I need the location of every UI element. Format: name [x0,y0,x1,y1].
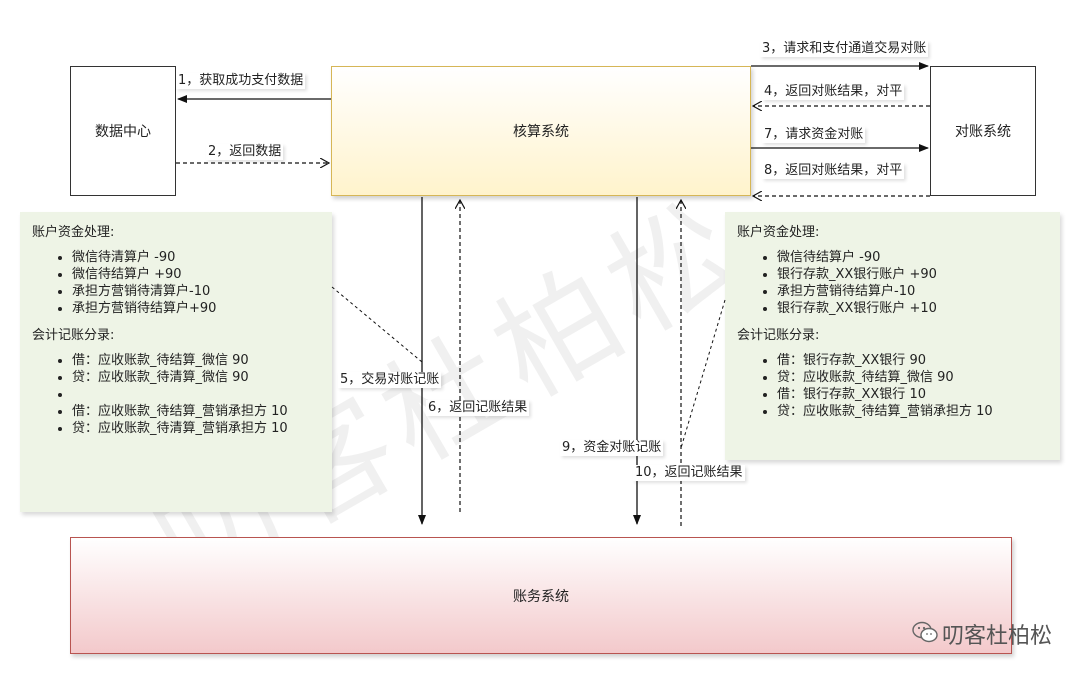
list-item: 微信待清算户 -90 [72,249,322,266]
list-item: 借：应收账款_待结算_微信 90 [72,352,322,369]
left-note-panel: 账户资金处理: 微信待清算户 -90 微信待结算户 +90 承担方营销待清算户-… [20,212,332,512]
left-panel-entries-list: 借：应收账款_待结算_微信 90 贷：应收账款_待清算_微信 90 借：应收账款… [32,352,322,437]
right-panel-funds-list: 微信待结算户 -90 银行存款_XX银行账户 +90 承担方营销待结算户-10 … [737,249,1050,317]
list-item: 贷：应收账款_待结算_微信 90 [777,369,1050,386]
arrow-label-9: 9，资金对账记账 [560,440,664,456]
list-item: 银行存款_XX银行账户 +10 [777,300,1050,317]
list-item: 银行存款_XX银行账户 +90 [777,266,1050,283]
node-accounting-label: 核算系统 [513,124,569,140]
brand-name: 叨客杜柏松 [941,624,1052,649]
note-link-right [680,299,726,449]
arrow-label-8: 8，返回对账结果，对平 [762,163,905,179]
arrow-label-6: 6，返回记账结果 [426,400,530,416]
arrow-label-1: 1，获取成功支付数据 [176,73,306,89]
arrow-label-4: 4，返回对账结果，对平 [762,84,905,100]
node-accounting-system: 核算系统 [331,66,751,196]
list-item: 承担方营销待结算户-10 [777,283,1050,300]
arrow-label-2: 2，返回数据 [206,144,284,160]
node-reconcile-system: 对账系统 [930,66,1036,196]
arrow-label-5: 5，交易对账记账 [338,372,442,388]
right-panel-title-funds: 账户资金处理: [737,225,820,240]
list-item: 微信待结算户 +90 [72,266,322,283]
list-item: 借：银行存款_XX银行 10 [777,386,1050,403]
list-item: 微信待结算户 -90 [777,249,1050,266]
list-item: 贷：应收账款_待清算_营销承担方 10 [72,420,322,437]
list-item: 借：应收账款_待结算_营销承担方 10 [72,403,322,420]
wechat-icon [912,621,938,648]
right-panel-entries-list: 借：银行存款_XX银行 90 贷：应收账款_待结算_微信 90 借：银行存款_X… [737,352,1050,420]
node-reconcile-label: 对账系统 [955,124,1011,140]
node-ledger-system: 账务系统 [70,537,1012,654]
left-panel-funds-list: 微信待清算户 -90 微信待结算户 +90 承担方营销待清算户-10 承担方营销… [32,249,322,317]
arrow-label-7: 7，请求资金对账 [762,127,866,143]
right-panel-title-entries: 会计记账分录: [737,328,820,343]
list-item: 承担方营销待清算户-10 [72,283,322,300]
list-item: 贷：应收账款_待清算_微信 90 [72,369,322,386]
note-link-left [331,286,423,363]
node-data-center-label: 数据中心 [95,124,151,140]
arrow-label-10: 10，返回记账结果 [633,465,745,481]
arrow-label-3: 3，请求和支付通道交易对账 [760,41,929,57]
left-panel-title-funds: 账户资金处理: [32,225,115,240]
node-ledger-label: 账务系统 [513,588,569,605]
right-note-panel: 账户资金处理: 微信待结算户 -90 银行存款_XX银行账户 +90 承担方营销… [725,212,1060,460]
list-item: 承担方营销待结算户+90 [72,300,322,317]
list-item: 贷：应收账款_待结算_营销承担方 10 [777,403,1050,420]
left-panel-title-entries: 会计记账分录: [32,328,115,343]
list-item: 借：银行存款_XX银行 90 [777,352,1050,369]
node-data-center: 数据中心 [70,66,176,196]
brand-watermark: 叨客杜柏松 [912,618,1052,650]
